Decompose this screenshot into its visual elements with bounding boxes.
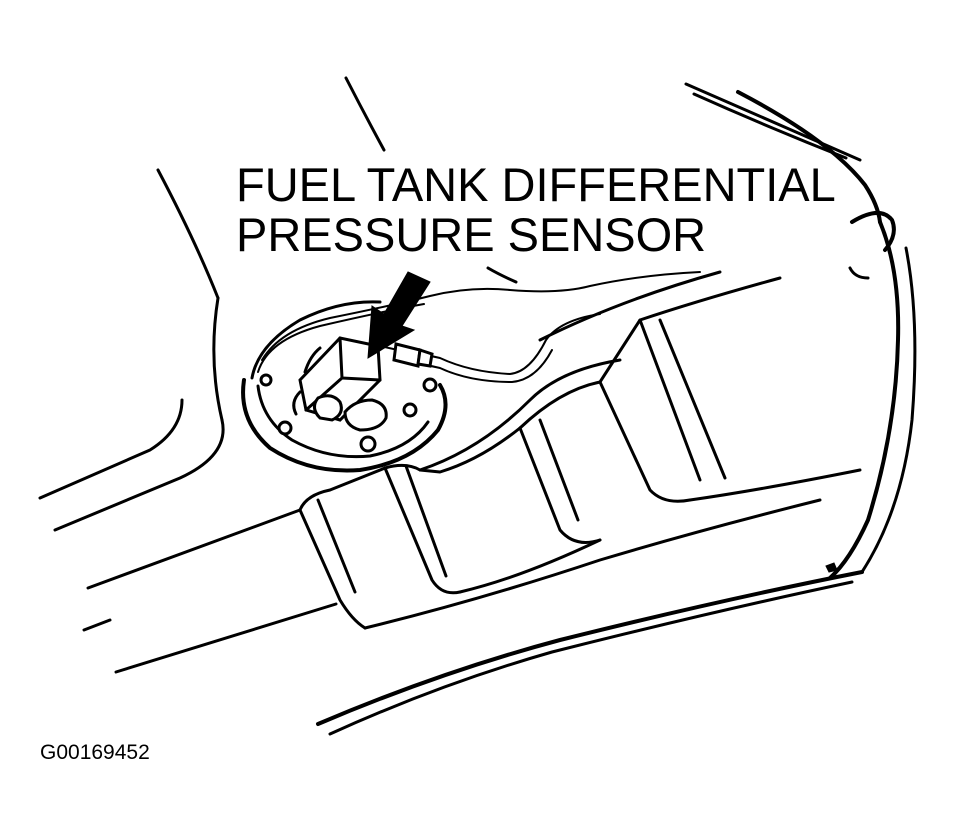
callout-line-2: PRESSURE SENSOR — [236, 208, 707, 261]
pressure-sensor-body — [292, 336, 388, 432]
body-edge-lines — [684, 82, 882, 224]
figure-id: G00169452 — [40, 741, 150, 764]
body-panel-lines — [38, 76, 386, 532]
sensor-callout-label: FUEL TANK DIFFERENTIAL PRESSURE SENSOR — [236, 160, 836, 260]
callout-line-1: FUEL TANK DIFFERENTIAL — [236, 158, 836, 211]
tank-bottom-edges — [82, 508, 864, 736]
sender-mounting-plate — [241, 300, 448, 473]
wiring-harness — [257, 271, 701, 383]
tank-top-surface — [298, 266, 862, 630]
tank-strap — [825, 211, 917, 580]
callout-arrow — [367, 271, 431, 359]
